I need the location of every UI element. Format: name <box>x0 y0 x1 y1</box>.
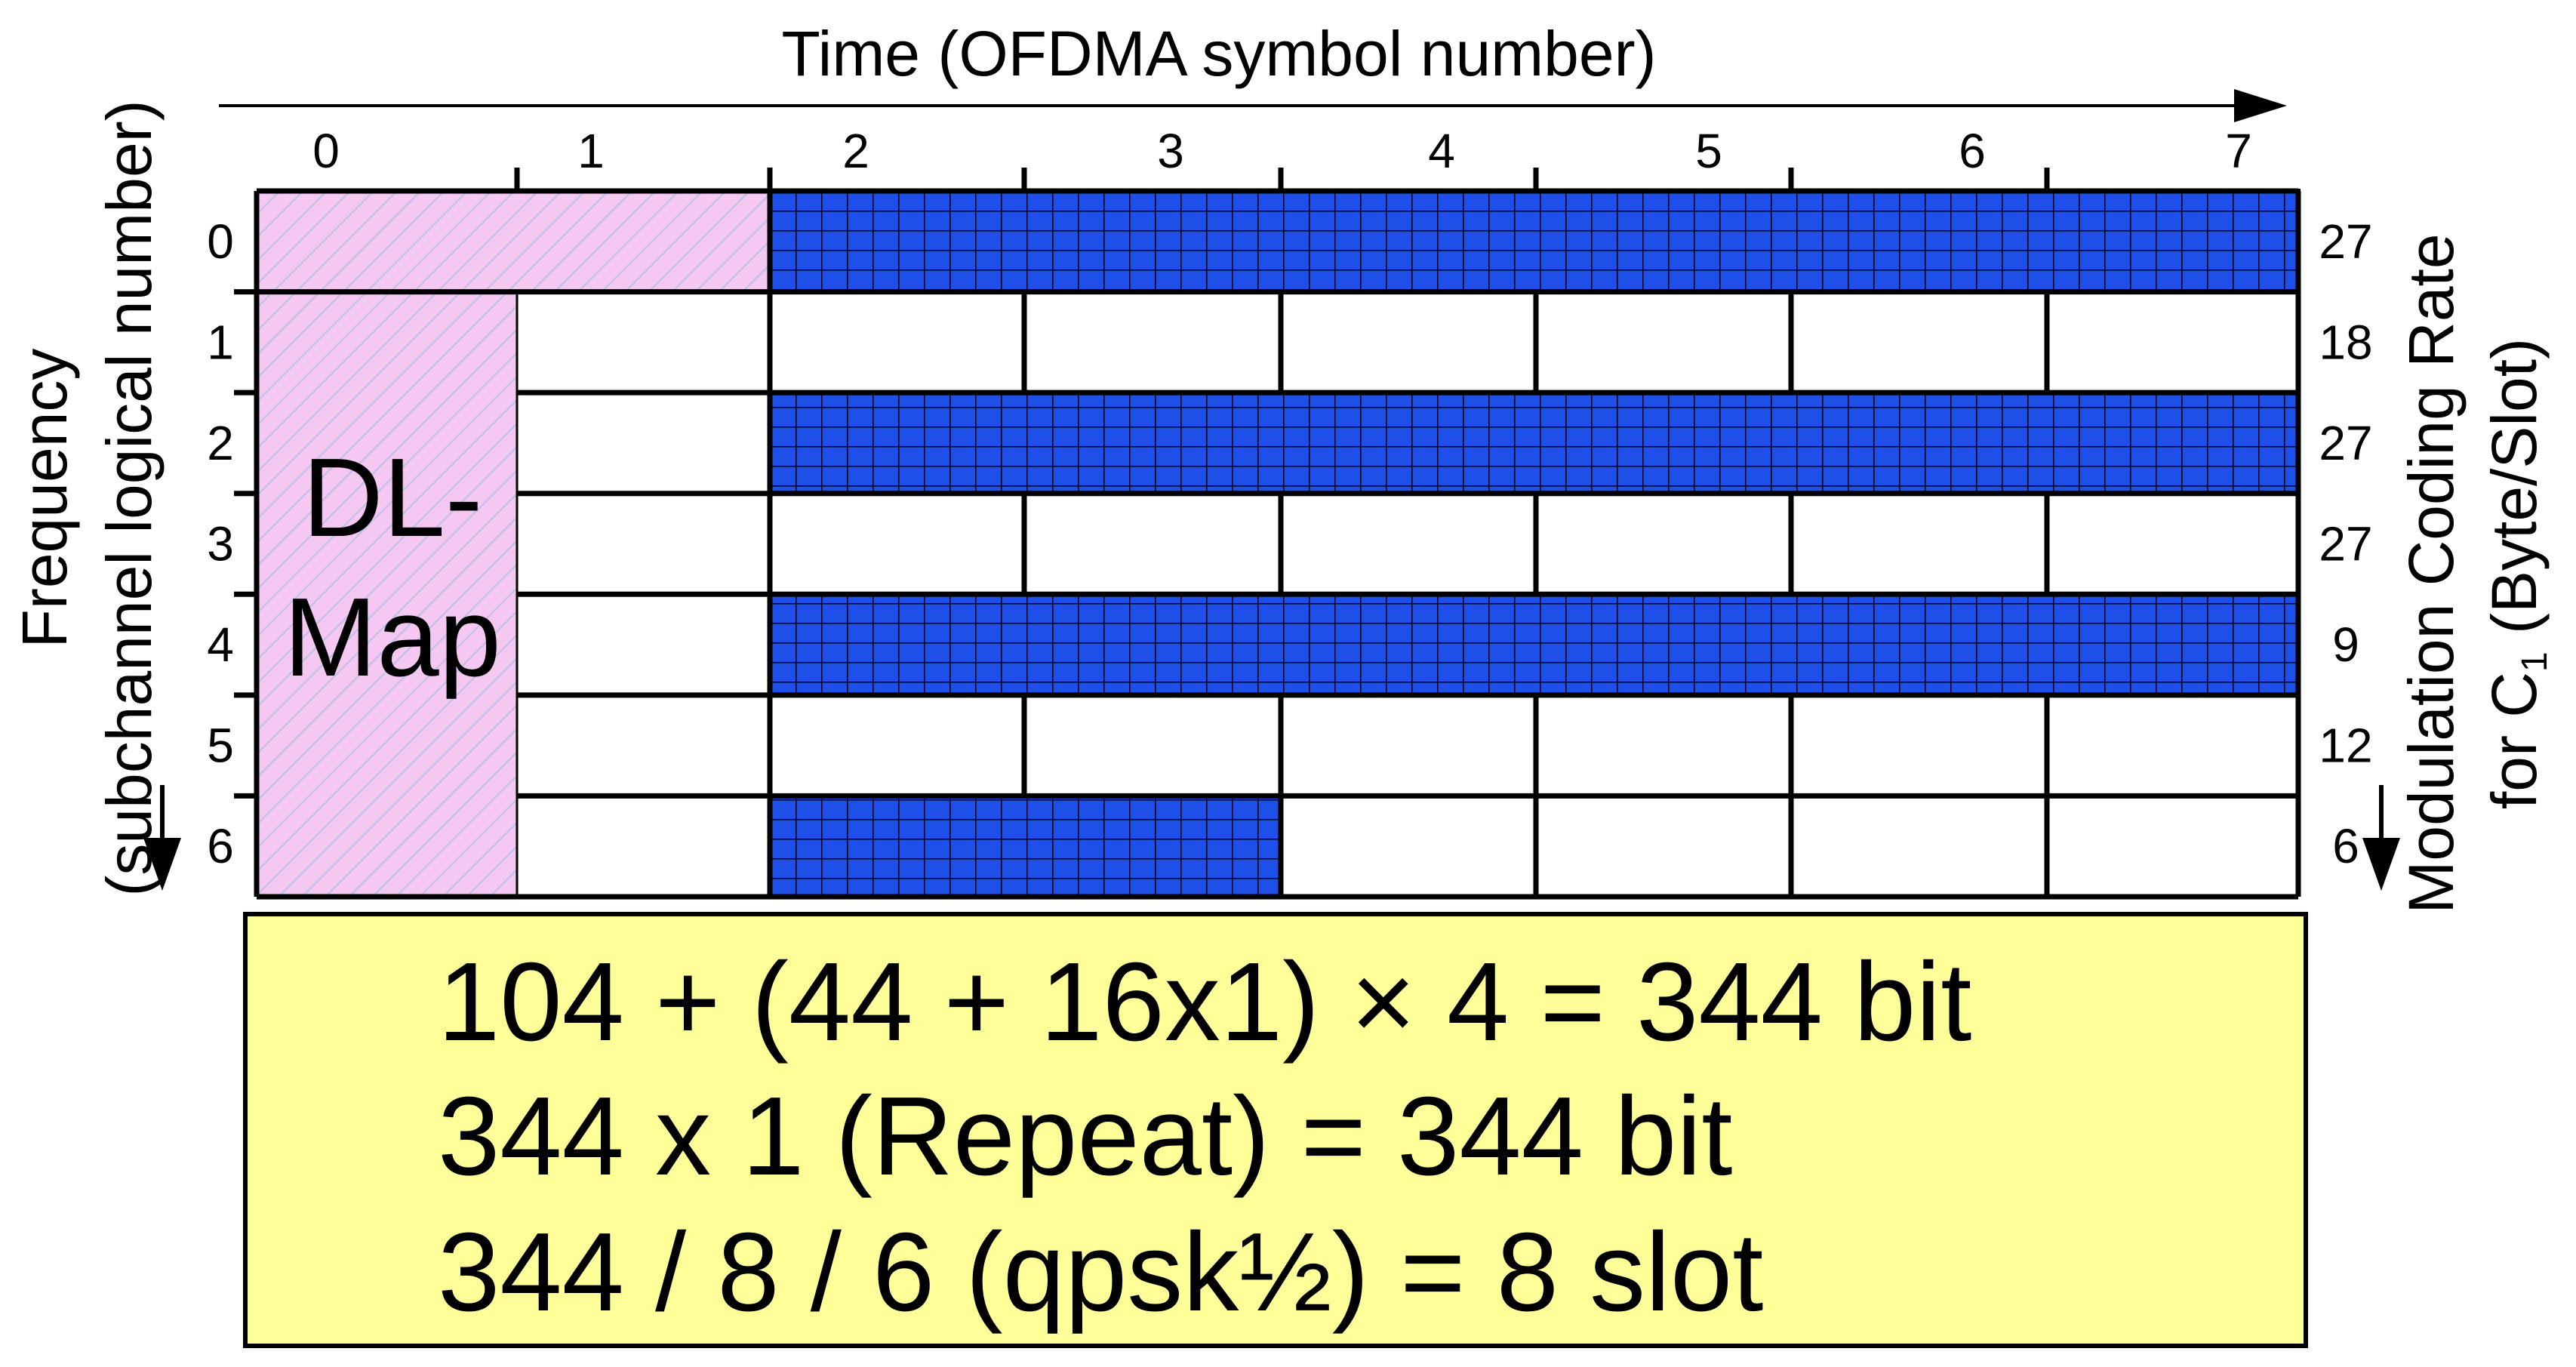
symbol-number-7: 7 <box>2225 124 2252 178</box>
subchannel-number-2: 2 <box>207 416 234 470</box>
calculation-box: 104 + (44 + 16x1) × 4 = 344 bit 344 x 1 … <box>243 912 2308 1348</box>
subchannel-number-5: 5 <box>207 719 234 773</box>
coding-rate-subchannel-1: 18 <box>2319 315 2372 369</box>
frequency-axis-sublabel: (subchannel logical number) <box>94 100 165 896</box>
time-axis-label: Time (OFDMA symbol number) <box>781 18 1656 89</box>
dl-map-label-line2: Map <box>284 575 501 700</box>
subchannel-number-6: 6 <box>207 819 234 873</box>
coding-rate-subchannel-6: 6 <box>2332 819 2359 873</box>
subchannel-number-1: 1 <box>207 315 234 369</box>
allocated-burst-subchannel-0 <box>768 189 2301 294</box>
frequency-axis-label: Frequency <box>9 349 80 648</box>
symbol-number-4: 4 <box>1428 124 1455 178</box>
symbol-number-6: 6 <box>1959 124 1986 178</box>
subchannel-number-3: 3 <box>207 517 234 571</box>
coding-rate-subchannel-4: 9 <box>2332 617 2359 672</box>
time-axis: Time (OFDMA symbol number) 0 1 2 3 4 5 6 7 <box>219 18 2287 178</box>
coding-rate-subchannel-5: 12 <box>2319 719 2372 773</box>
dl-map-label-line1: DL- <box>303 436 482 560</box>
allocated-burst-subchannel-6 <box>768 793 1283 900</box>
calculation-line-3: 344 / 8 / 6 (qpsk½) = 8 slot <box>438 1210 1764 1335</box>
subchannel-number-0: 0 <box>207 214 234 269</box>
coding-rate-subchannel-3: 27 <box>2319 517 2372 571</box>
calculation-line-2: 344 x 1 (Repeat) = 344 bit <box>438 1074 1733 1199</box>
dl-map-region <box>257 191 770 897</box>
symbol-number-2: 2 <box>842 124 869 178</box>
calculation-line-1: 104 + (44 + 16x1) × 4 = 344 bit <box>438 940 1972 1064</box>
symbol-number-0: 0 <box>312 124 340 178</box>
frequency-axis: Frequency (subchannel logical number) 0 1… <box>9 100 257 897</box>
allocated-burst-subchannel-4 <box>768 592 2301 697</box>
time-axis-arrowhead <box>2234 89 2287 122</box>
allocated-burst-subchannel-2 <box>768 390 2301 496</box>
subchannel-number-4: 4 <box>207 617 234 672</box>
symbol-number-3: 3 <box>1157 124 1184 178</box>
allocation-grid <box>254 168 2301 900</box>
coding-rate-axis-sublabel: for C1 (Byte/Slot) <box>2479 338 2555 809</box>
coding-rate-axis-label: Modulation Coding Rate <box>2396 233 2467 913</box>
coding-rate-subchannel-2: 27 <box>2319 416 2372 470</box>
coding-rate-axis-arrowhead <box>2362 838 2400 891</box>
frequency-axis-arrowhead <box>143 838 181 891</box>
coding-rate-axis: 27 18 27 27 9 12 6 Modulation Coding Rate for … <box>2319 214 2555 914</box>
symbol-number-1: 1 <box>577 124 605 178</box>
subscript-one: 1 <box>2515 651 2555 672</box>
coding-rate-subchannel-0: 27 <box>2319 214 2372 269</box>
symbol-number-5: 5 <box>1695 124 1722 178</box>
